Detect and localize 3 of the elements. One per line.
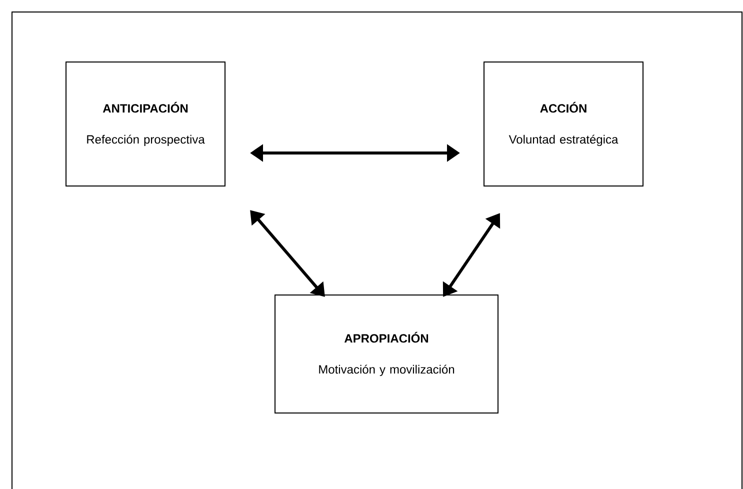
concept-box: ACCIÓN Voluntad estratégica: [484, 62, 644, 186]
concept-box: ANTICIPACIÓN Refección prospectiva: [66, 62, 226, 186]
concept-box: APROPIACIÓN Motivación y movilización: [274, 294, 498, 414]
